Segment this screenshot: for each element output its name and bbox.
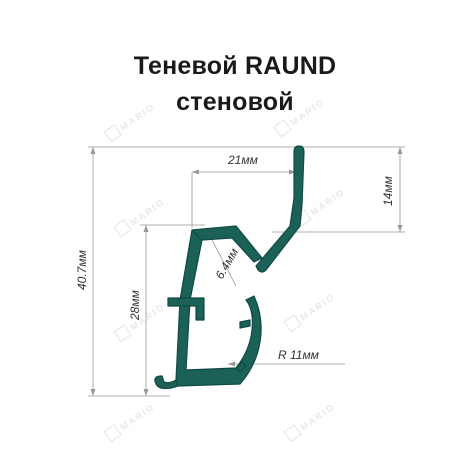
aluminium-profile [154, 145, 305, 390]
watermark-text: MARIO [119, 401, 158, 432]
watermark-text: MARIO [129, 196, 168, 227]
dimension-lines [88, 146, 405, 397]
dimension-arrows [90, 147, 403, 396]
profile-right-wall [255, 145, 305, 273]
profile-bottom-hook [154, 375, 179, 390]
profile-body [175, 229, 262, 387]
watermark-text: MARIO [119, 101, 158, 132]
profile-pocket [167, 297, 205, 321]
label-height-top-right: 14мм [381, 176, 395, 206]
watermark-text: MARIO [289, 96, 328, 127]
title-line-1: Теневой RAUND [133, 52, 337, 80]
watermark-text: MARIO [309, 186, 348, 217]
watermark-text: MARIO [299, 291, 338, 322]
label-width-top: 21мм [227, 153, 258, 167]
label-depth: 6.4мм [212, 246, 241, 282]
label-height-total: 40.7мм [75, 250, 89, 290]
profile-tab [239, 319, 251, 329]
title-line-2: стеновой [176, 88, 294, 116]
profile-tab [235, 361, 247, 373]
watermark-text: MARIO [299, 401, 338, 432]
label-height-left: 28мм [128, 290, 142, 321]
label-radius: R 11мм [278, 348, 319, 362]
dim-line-depth [211, 239, 237, 287]
